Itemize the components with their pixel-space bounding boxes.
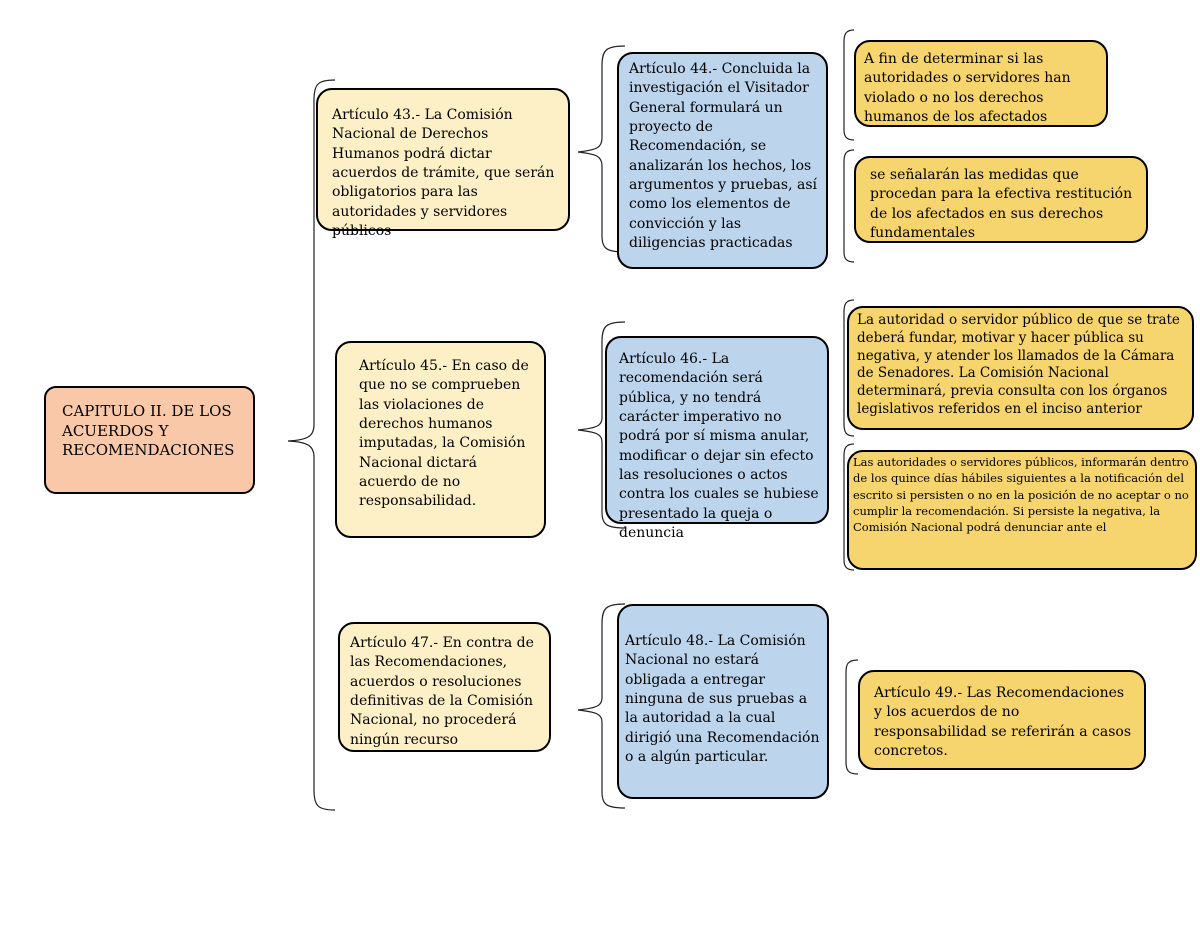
art44-text: Artículo 44.- Concluida la investigación… [629,61,818,251]
node-art45: Artículo 45.- En caso de que no se compr… [335,341,546,538]
art44-b-text: se señalarán las medidas que procedan pa… [870,167,1133,241]
node-art44-a: A fin de determinar si las autoridades o… [854,40,1108,127]
bracket-art44-b [843,149,855,263]
bracket-art49 [845,659,859,775]
art46-text: Artículo 46.- La recomendación será públ… [619,351,819,541]
node-art46: Artículo 46.- La recomendación será públ… [605,336,829,541]
art49-text: Artículo 49.- Las Recomendaciones y los … [874,685,1132,759]
node-art44-b: se señalarán las medidas que procedan pa… [854,156,1148,243]
bracket-art44-a [843,29,855,141]
art44-a-text: A fin de determinar si las autoridades o… [864,51,1071,125]
node-art43: Artículo 43.- La Comisión Nacional de De… [316,88,570,239]
root-label: CAPITULO II. DE LOS ACUERDOS Y RECOMENDA… [62,402,235,459]
node-art47: Artículo 47.- En contra de las Recomenda… [338,622,551,752]
art45-text: Artículo 45.- En caso de que no se compr… [359,358,529,510]
art47-text: Artículo 47.- En contra de las Recomenda… [350,635,534,748]
node-art49: Artículo 49.- Las Recomendaciones y los … [858,670,1146,770]
node-art46-a: La autoridad o servidor público de que s… [847,306,1194,430]
node-art46-b: Las autoridades o servidores públicos, i… [847,450,1197,570]
root-node: CAPITULO II. DE LOS ACUERDOS Y RECOMENDA… [44,386,255,494]
art46-a-text: La autoridad o servidor público de que s… [857,312,1180,418]
node-art44: Artículo 44.- Concluida la investigación… [617,52,828,269]
art46-b-text: Las autoridades o servidores públicos, i… [853,455,1189,535]
art43-text: Artículo 43.- La Comisión Nacional de De… [332,107,555,239]
art48-text: Artículo 48.- La Comisión Nacional no es… [625,633,820,765]
node-art48: Artículo 48.- La Comisión Nacional no es… [617,604,829,799]
